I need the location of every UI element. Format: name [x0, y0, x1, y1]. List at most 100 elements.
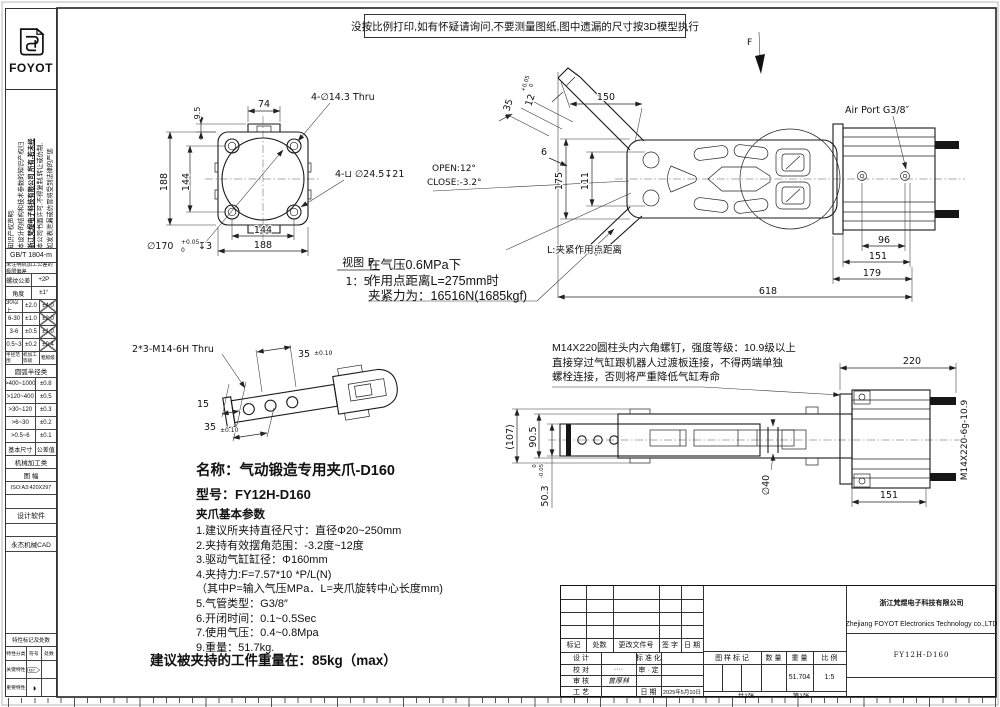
- detail-view-dims: 2*3-M14-6H Thru 35 ±0.10 15 35 ±0.10: [131, 343, 334, 435]
- tol-cell: ±2.0: [40, 313, 56, 325]
- tol-cell: 3-6: [6, 326, 23, 338]
- tol-cell: ±1°: [39, 290, 49, 296]
- ip-line: 如发表泄漏或仿冒将受到法律的严惩: [47, 148, 55, 249]
- feature-header: 特性标记及处数: [6, 634, 56, 647]
- dim-phi40: ∅40: [761, 475, 772, 495]
- dim-179: 179: [863, 268, 881, 279]
- params-title: 夹爪基本参数: [196, 509, 265, 521]
- spec-item: 4.夹持力:F=7.57*10 *P/L(N): [196, 568, 332, 581]
- feature-col: 处数: [44, 652, 54, 657]
- scale-value: 1:5: [824, 674, 835, 681]
- dim-35-top: 35: [298, 349, 310, 360]
- dim-thread-spec: M14X220-6g-10.9: [960, 399, 970, 480]
- arc-cell: >0.5~6: [6, 430, 36, 442]
- stamp-weight-label: 重 量: [791, 654, 808, 662]
- tol-cell: 粗糙级: [41, 355, 55, 360]
- review-label: 审 · 定: [638, 666, 659, 674]
- rev-col-sign: 签 字: [662, 642, 678, 649]
- dim-50-3-tol-top: 0: [532, 464, 538, 468]
- tol-cell: 螺纹公差: [6, 274, 32, 286]
- spacer-cell: [6, 495, 56, 509]
- title-block: 标记 处数 更改文件号 签 字 日 期 设 计 标 准 化 校 对 ···· 审…: [560, 585, 997, 699]
- company-name-en: Zhejiang FOYOT Electronics Technology co…: [846, 620, 997, 628]
- label-close: CLOSE:-3.2°: [427, 178, 482, 188]
- product-name: 名称：气动锻造专用夹爪-D160: [196, 463, 395, 479]
- spec-item: 6.开闭时间：0.1~0.5Sec: [196, 612, 317, 625]
- arc-cell: >30~120: [6, 404, 36, 416]
- dim-6: 6: [541, 147, 547, 158]
- tol-cell: ±1.0: [40, 326, 56, 338]
- dim-thread-detail: 2*3-M14-6H Thru: [132, 344, 214, 355]
- pressure-note-line: 夹紧力为：16516N(1685kgf): [368, 289, 528, 303]
- logo-box: FOYOT: [6, 9, 56, 90]
- label-l-distance: L:夹紧作用点距离: [547, 244, 622, 256]
- pressure-note-line: 在气压0.6MPa下: [368, 258, 462, 272]
- stamp-mark-label: 图 样 标 记: [715, 654, 749, 662]
- spec-item: 5.气管类型：G3/8″: [196, 597, 288, 610]
- tol-cell: 机加工等级: [23, 352, 40, 364]
- top-view-dims: 220 (107) 90.5 50.3 0 -0.05 ∅40 M14X220-…: [504, 355, 971, 508]
- dim-bore-depth: ↧3: [198, 241, 212, 252]
- arc-row: >6~30 ±0.2: [6, 417, 56, 430]
- side-view: [368, 31, 965, 302]
- rev-col-date: 日 期: [684, 642, 700, 649]
- label-open: OPEN:12°: [432, 164, 476, 174]
- arc-cell: ±0.1: [39, 433, 52, 439]
- bolt-note-line: 直接穿过气缸跟机器人过渡板连接，不得两端单独: [552, 356, 783, 369]
- key-flag-text: KEY: [29, 668, 35, 672]
- stamp-qty-label: 数 量: [765, 654, 782, 662]
- ip-line: 本公司书面许可,不得复制,转让或仿制,: [37, 143, 45, 249]
- feature-row-key: 关键特性 KEY: [6, 661, 56, 679]
- feature-cell: 关键特性: [6, 661, 27, 678]
- tol-cell: ±4.0: [40, 300, 56, 312]
- tol-row: 螺纹公差 +2P: [6, 274, 56, 287]
- tol-cell: ±2.0: [23, 300, 40, 312]
- key-flag-icon: KEY: [27, 661, 42, 678]
- tol-cell: 半径范围: [6, 352, 23, 364]
- spacer-cell: [6, 552, 56, 634]
- tol-cell: 0.5~3: [6, 339, 23, 351]
- audit-signature: 曾厚林: [608, 676, 629, 685]
- date-label: 日 期: [640, 689, 657, 696]
- arc-cell: >120~400: [6, 391, 36, 403]
- date-value: 2025年5月10日: [663, 690, 701, 696]
- arc-row: >30~120 ±0.3: [6, 404, 56, 417]
- stud-bottom: [935, 210, 959, 218]
- margin-ruler: [8, 698, 996, 707]
- tol-cell: ±0.2: [23, 339, 40, 351]
- dim-12: 12: [524, 93, 538, 108]
- tol-cell: ±0.5: [23, 326, 40, 338]
- dim-12-tol-bot: 0: [529, 83, 536, 89]
- bolt-note-line: 螺栓连接，否则将严重降低气缸寿命: [552, 371, 720, 383]
- print-warning-banner: 没按比例打印,如有怀疑请询问,不要测量图纸,图中遗漏的尺寸按3D模型执行: [351, 14, 699, 38]
- rev-col-count: 处数: [592, 642, 607, 649]
- tol-row: 3-6 ±0.5 ±1.0: [6, 326, 56, 339]
- tol-row: 半径范围 机加工等级 粗糙级: [6, 352, 56, 365]
- view-f: [166, 102, 380, 271]
- view-f-title: 视图 F: [342, 255, 374, 269]
- weight-value: 51.704: [788, 674, 811, 681]
- stamp-scale-label: 比 例: [821, 654, 838, 662]
- arc-cell: 基本尺寸: [6, 443, 36, 455]
- ip-statement-text: 知识产权声明: 本设计的结构和技术参数的知识产权归 浙江梵煜电子科技有限公司 所…: [7, 91, 56, 249]
- dim-151-top: 151: [880, 490, 898, 501]
- side-view-dims: 35 12 +0.05 0 150 6 175 111 OPEN:12° CLO…: [426, 37, 911, 298]
- sheet-number: 第1张: [792, 692, 810, 699]
- audit-label: 审 核: [573, 677, 589, 685]
- detail-view: [221, 344, 398, 442]
- tol-row: 角度 ±1°: [6, 287, 56, 300]
- tol-cell: ±0.4: [40, 339, 56, 351]
- arc-cell: 公差值: [36, 447, 55, 454]
- logo-text: FOYOT: [9, 60, 53, 75]
- arc-row: >400~1000 ±0.8: [6, 378, 56, 391]
- bolt-note-line: M14X220圆柱头内六角螺钉，强度等级：10.9级以上: [552, 342, 796, 354]
- dim-9-5: 9.5: [193, 107, 202, 120]
- sheet-size-label: 图 幅: [6, 469, 56, 482]
- arc-cell: >400~1000: [6, 378, 36, 390]
- tol-cell: 30以上: [6, 300, 23, 312]
- mech-header: 机械加工类: [6, 456, 56, 469]
- dim-150: 150: [597, 92, 615, 103]
- ip-line: 浙江梵煜电子科技有限公司 所有,若未经: [27, 138, 35, 249]
